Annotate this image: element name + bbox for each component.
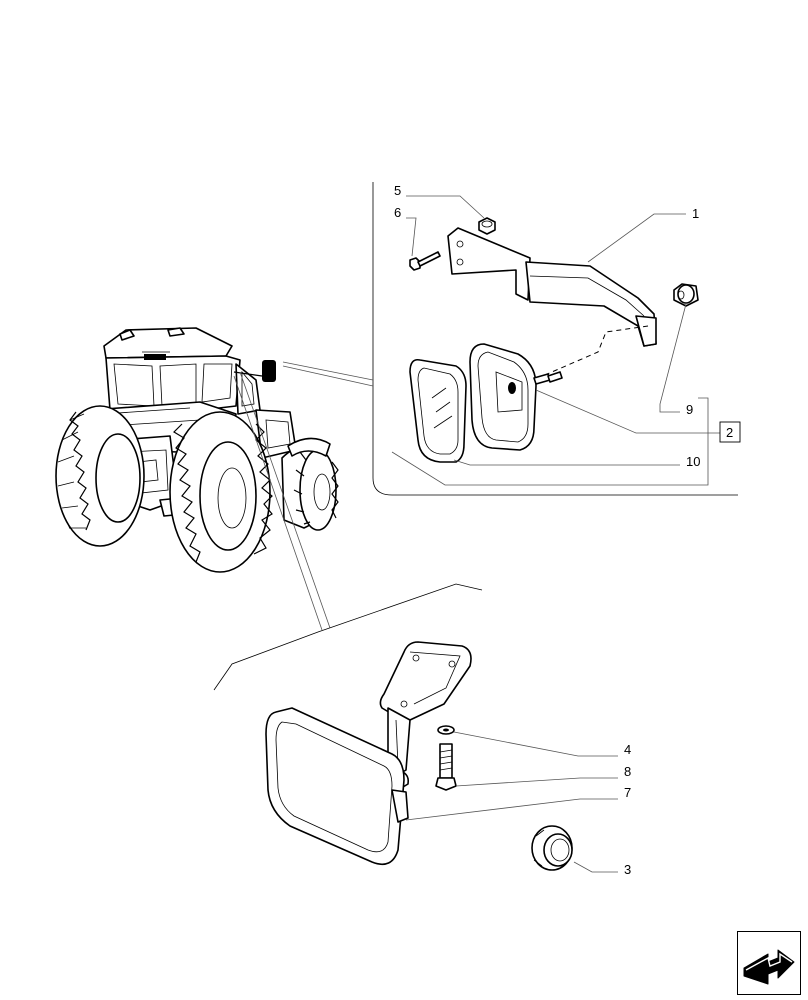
next-page-arrow-icon	[743, 949, 795, 985]
leader-tractor-to-lower-detail	[233, 371, 331, 631]
mirror-glass-part-10	[409, 358, 467, 463]
callout-7: 7	[624, 785, 631, 800]
callout-8: 8	[624, 764, 631, 779]
tractor-illustration	[55, 327, 339, 573]
lower-mirror-assembly	[265, 641, 618, 873]
callout-5: 5	[394, 183, 401, 198]
callout-1: 1	[692, 206, 699, 221]
callout-2-box	[719, 421, 741, 443]
upper-leaders	[406, 195, 720, 466]
callout-6: 6	[394, 205, 401, 220]
upper-mirror-assembly	[406, 195, 720, 466]
knob-part-9	[673, 283, 699, 307]
bolt-part-8	[435, 743, 457, 791]
callout-2: 2	[726, 425, 733, 440]
nut-part-5	[478, 217, 496, 235]
bolt-part-6	[409, 251, 441, 271]
callout-9: 9	[686, 402, 693, 417]
next-page-button[interactable]	[737, 931, 801, 995]
mirror-part-7	[265, 707, 409, 866]
callout-4: 4	[624, 742, 631, 757]
lower-detail-frame	[213, 583, 483, 691]
mirror-arm-part-1	[447, 227, 657, 347]
detail-frame	[282, 182, 738, 496]
washer-part-4	[437, 725, 455, 735]
callout-labels: 5 6 1 9 2 10 4 8 7 3	[394, 183, 741, 877]
lower-leaders	[405, 731, 618, 873]
callout-10: 10	[686, 454, 700, 469]
mirror-housing-part-2	[469, 343, 563, 451]
dashed-connector	[537, 325, 649, 379]
callout-3: 3	[624, 862, 631, 877]
sleeve-part-3	[531, 825, 573, 871]
